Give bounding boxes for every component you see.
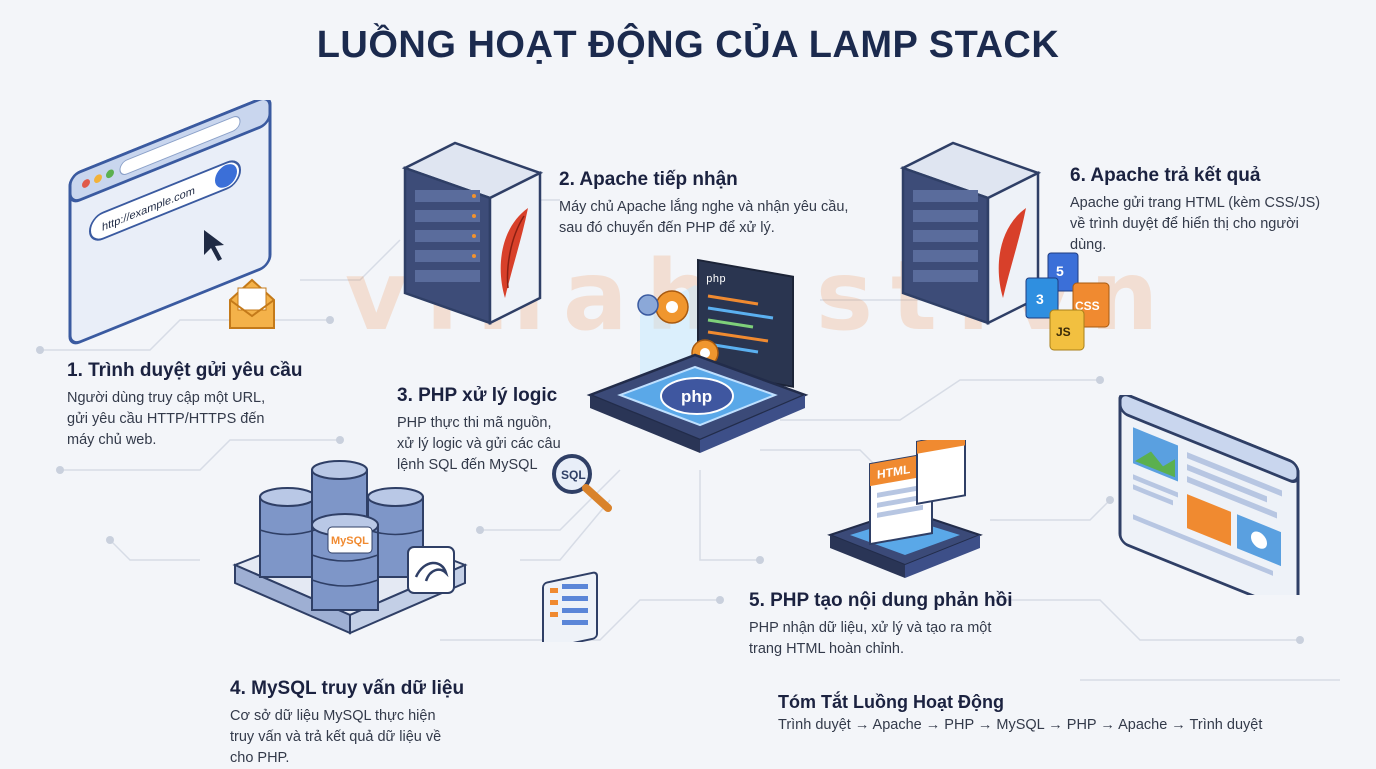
rendered-webpage-illustration — [1118, 395, 1300, 595]
html-label: HTML — [877, 462, 910, 482]
svg-text:3: 3 — [1036, 291, 1044, 307]
step-6: 6. Apache trả kết quả Apache gửi trang H… — [1070, 165, 1360, 256]
step-6-heading: 6. Apache trả kết quả — [1070, 165, 1261, 186]
browser-window-illustration: http://example.com — [68, 100, 275, 345]
apache-server-illustration — [401, 141, 544, 326]
page-title: LUỒNG HOẠT ĐỘNG CỦA LAMP STACK — [316, 24, 1060, 66]
step-3-description: PHP thực thi mã nguồn, xử lý logic và gử… — [397, 415, 561, 473]
mysql-database-illustration: MySQL — [232, 460, 468, 635]
step-1-heading: 1. Trình duyệt gửi yêu cầu — [67, 360, 303, 381]
step-5-heading: 5. PHP tạo nội dung phản hồi — [749, 590, 1013, 611]
step-3: 3. PHP xử lý logic PHP thực thi mã nguồn… — [397, 385, 597, 476]
php-chip-illustration: php php — [586, 258, 809, 453]
sql-label: SQL — [561, 468, 586, 482]
apache-return-illustration: 5 3 CSS JS — [899, 141, 1110, 351]
step-4: 4. MySQL truy vấn dữ liệu Cơ sở dữ liệu … — [230, 678, 490, 769]
svg-text:5: 5 — [1056, 263, 1064, 279]
step-4-heading: 4. MySQL truy vấn dữ liệu — [230, 678, 465, 699]
data-table-icon — [542, 571, 598, 642]
step-1: 1. Trình duyệt gửi yêu cầu Người dùng tr… — [67, 360, 317, 451]
php-chip-label: php — [681, 387, 712, 406]
html-response-illustration: HTML — [827, 440, 983, 578]
js-label: JS — [1056, 325, 1071, 339]
step-4-description: Cơ sở dữ liệu MySQL thực hiện truy vấn v… — [230, 708, 442, 766]
summary-heading: Tóm Tắt Luồng Hoạt Động — [778, 692, 1004, 712]
flow-summary: Tóm Tắt Luồng Hoạt Động Trình duyệt → Ap… — [778, 692, 1262, 733]
step-5: 5. PHP tạo nội dung phản hồi PHP nhận dữ… — [749, 590, 1049, 660]
sql-magnifier-icon: SQL — [552, 454, 612, 512]
summary-flow: Trình duyệt → Apache → PHP → MySQL → PHP… — [778, 717, 1263, 733]
step-2: 2. Apache tiếp nhận Máy chủ Apache lắng … — [559, 169, 889, 239]
step-2-description: Máy chủ Apache lắng nghe và nhận yêu cầu… — [559, 199, 849, 236]
step-5-description: PHP nhận dữ liệu, xử lý và tạo ra một tr… — [749, 620, 992, 657]
php-code-label: php — [706, 274, 726, 286]
step-1-description: Người dùng truy cập một URL, gửi yêu cầu… — [67, 390, 266, 448]
mysql-label: MySQL — [331, 535, 369, 547]
step-2-heading: 2. Apache tiếp nhận — [559, 169, 738, 190]
step-3-heading: 3. PHP xử lý logic — [397, 385, 558, 406]
step-6-description: Apache gửi trang HTML (kèm CSS/JS) về tr… — [1070, 195, 1321, 253]
css-label: CSS — [1075, 299, 1100, 313]
